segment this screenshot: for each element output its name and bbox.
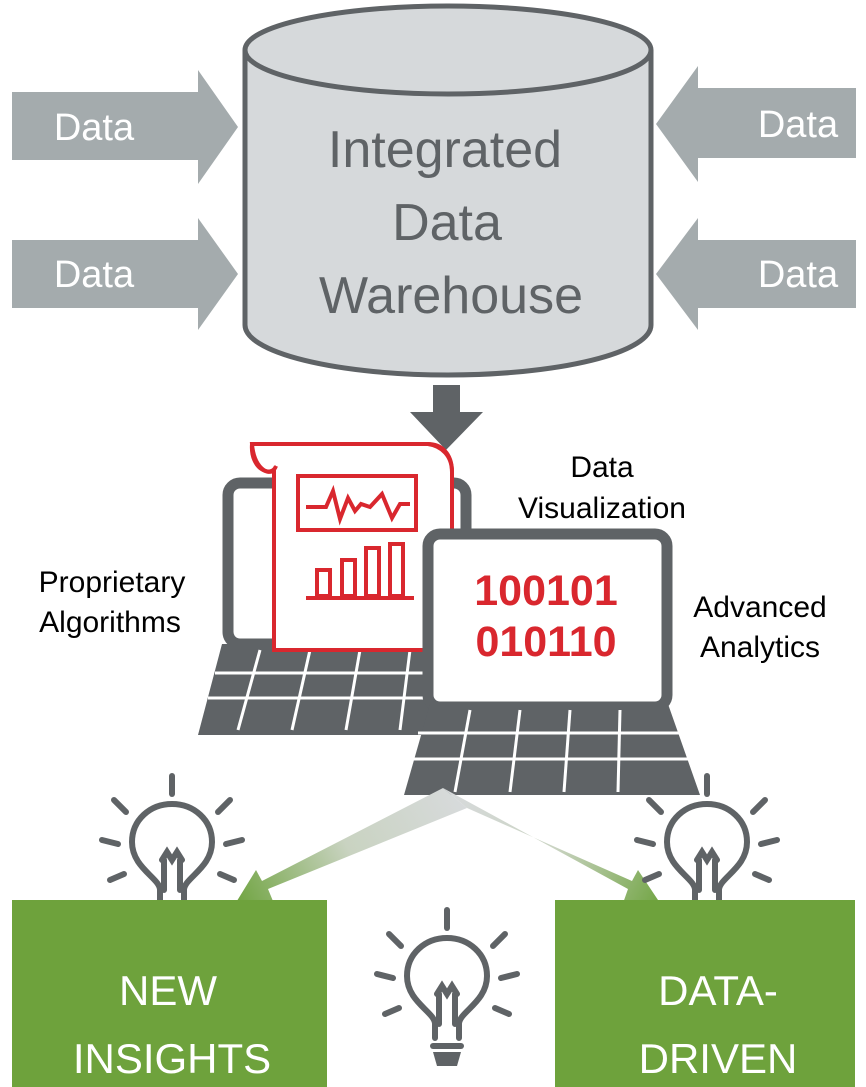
outcome-box-new-insights: NEW INSIGHTS: [12, 900, 327, 1087]
input-label-bottom-right: Data: [758, 254, 839, 296]
input-label-bottom-left: Data: [54, 254, 135, 296]
laptop-back-keyboard: [208, 649, 465, 731]
warehouse-title-line2: Data: [392, 194, 502, 252]
warehouse-title-line3: Warehouse: [319, 267, 583, 325]
input-label-top-right: Data: [758, 104, 839, 146]
outcome-right-line2: DRIVEN: [639, 1035, 798, 1082]
down-arrow: [410, 385, 483, 450]
data-warehouse-cylinder: Integrated Data Warehouse: [242, 3, 654, 378]
trend-line-icon: [306, 484, 410, 526]
split-arrows: [232, 788, 664, 909]
visualization-label-line2: Visualization: [518, 492, 686, 525]
warehouse-title-line1: Integrated: [328, 121, 562, 179]
outcome-right-line1: DATA-: [658, 967, 778, 1014]
bar-chart-icon: [306, 542, 414, 600]
input-arrow-top-right: Data: [656, 66, 856, 182]
laptop-front: 100101 010110: [404, 528, 700, 795]
outcome-box-data-driven: DATA- DRIVEN: [555, 900, 855, 1087]
algorithms-label-line1: Proprietary: [39, 566, 186, 599]
analytics-label-line2: Analytics: [700, 631, 820, 664]
binary-code-line2: 010110: [475, 618, 616, 666]
laptop-back: [198, 477, 475, 735]
split-arrow-right: [443, 788, 664, 909]
analytics-label-line1: Advanced: [693, 591, 826, 624]
split-arrow-left: [232, 788, 467, 909]
input-arrow-bottom-left: Data: [12, 218, 238, 330]
outcome-left-line1: NEW: [119, 967, 217, 1014]
input-arrow-top-left: Data: [12, 70, 238, 184]
input-label-top-left: Data: [54, 107, 135, 149]
input-arrow-bottom-right: Data: [656, 218, 856, 330]
report-document-icon: [249, 442, 454, 652]
lightbulb-icon: [374, 907, 520, 1066]
laptop-front-keyboard: [412, 709, 688, 793]
visualization-label-line1: Data: [570, 451, 634, 484]
binary-code-line1: 100101: [474, 567, 618, 615]
algorithms-label-line2: Algorithms: [39, 606, 181, 639]
outcome-left-line2: INSIGHTS: [73, 1035, 271, 1082]
